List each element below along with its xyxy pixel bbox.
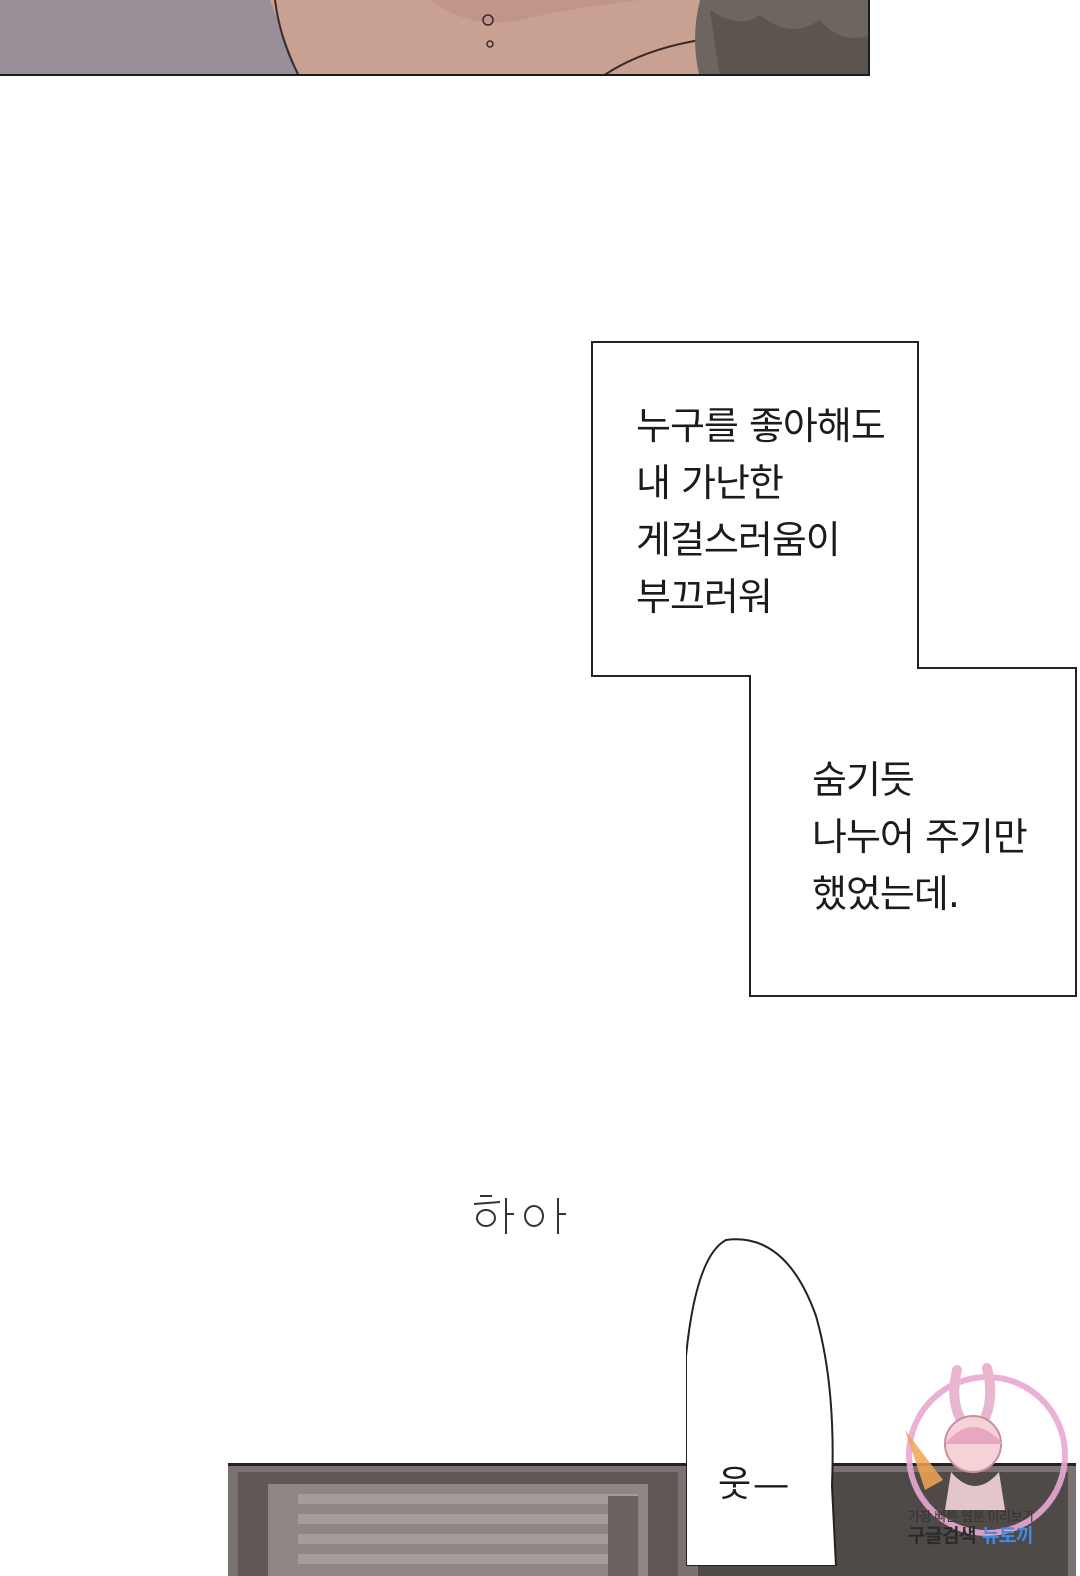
narration-box-frame bbox=[591, 341, 1077, 997]
narration-text-1: 누구를 좋아해도 내 가난한 게걸스러움이 부끄러워 bbox=[636, 404, 886, 619]
watermark-logo bbox=[905, 1363, 1068, 1536]
watermark-title-b: 뉴토끼 bbox=[982, 1525, 1033, 1547]
watermark-title-a: 구글검색 bbox=[908, 1525, 976, 1547]
sfx-handwriting bbox=[473, 1195, 566, 1234]
speech-bubble bbox=[686, 1238, 838, 1566]
narration-text-2: 숨기듯 나누어 주기만 했었는데. bbox=[812, 758, 1028, 916]
sound-effect-ha: 하아 bbox=[466, 1190, 576, 1244]
speech-bubble-text: 웃— bbox=[718, 1464, 792, 1505]
watermark-title: 구글검색 뉴토끼 bbox=[908, 1521, 1033, 1548]
watermark-caption: 가장 빠른 웹툰 미리보기 bbox=[908, 1510, 1034, 1525]
panel-illustration bbox=[0, 0, 868, 74]
comic-panel-top bbox=[0, 0, 870, 76]
